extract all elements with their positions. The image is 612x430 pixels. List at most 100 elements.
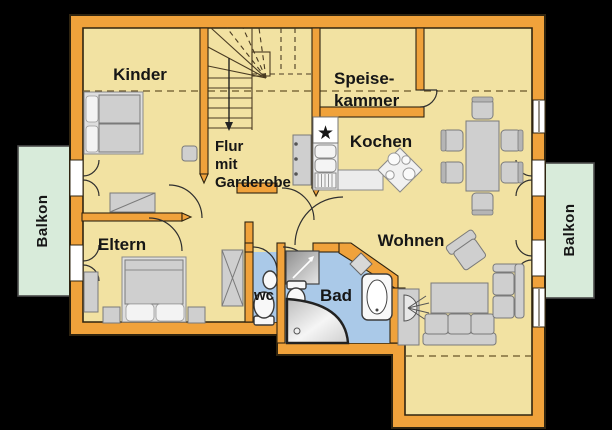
sofa-three-seat [422, 313, 497, 346]
kitchen-sink-bowl [314, 158, 337, 173]
kitchen-sink-bowl [314, 144, 337, 159]
pillow [125, 303, 155, 322]
coat-cabinet [292, 134, 312, 186]
exterior-openings [69, 99, 546, 328]
room-labels: Kinder Speise- kammer Flur mit Garderobe… [98, 65, 444, 305]
flur-garderobe [292, 134, 312, 186]
coat-hook [294, 157, 298, 161]
coat-hook [294, 142, 298, 146]
wardrobe [221, 249, 244, 307]
balcony-door-kinder-leaf [82, 159, 100, 177]
burner [387, 152, 401, 166]
tv [403, 294, 418, 322]
desk-diagonal [109, 192, 156, 213]
staircase [207, 27, 312, 131]
shower-arrow [292, 258, 313, 279]
room-bad-label: Bad [320, 286, 352, 305]
balcony-door-eltern-threshold [69, 244, 84, 282]
kitchen-star-icon: ★ [317, 123, 334, 144]
sofa-back [422, 332, 497, 346]
kitchen: ★ [312, 116, 423, 193]
balcony-door-kinder-threshold [69, 159, 84, 197]
stool [181, 145, 198, 162]
kitchen-counter-horizontal [337, 169, 384, 191]
burner [402, 167, 416, 181]
balcony-door-dining-leaf [515, 179, 533, 197]
wall-jamb [199, 173, 209, 185]
door-wc [252, 246, 278, 272]
wall-wc-bad [276, 242, 286, 344]
toilet-bowl [253, 291, 275, 319]
wall-kinder-flur [199, 27, 209, 175]
balcony-left: Balkon [17, 145, 71, 297]
eltern-furniture [83, 249, 244, 324]
room-flur-label-1: Flur [215, 138, 243, 155]
nightstand [102, 306, 121, 324]
wall-speisekammer-bottom [319, 106, 425, 118]
dresser [83, 271, 99, 313]
wc-fixtures [253, 270, 278, 326]
chair-back [471, 209, 494, 216]
hand-basin [262, 270, 278, 290]
sofa-cushion [424, 313, 449, 335]
coffee-table [430, 282, 489, 314]
room-wohnen-label: Wohnen [378, 231, 445, 250]
room-flur-label-2: mit [215, 156, 238, 173]
dining-set [440, 96, 524, 216]
door-kinder [168, 184, 203, 219]
pillow [85, 125, 99, 153]
chair-back [440, 129, 447, 152]
balcony-door-kinder-leaf [82, 179, 100, 197]
balcony-door-wohnen-leaf [515, 239, 533, 257]
room-eltern-label: Eltern [98, 235, 146, 254]
balcony-right: Balkon [544, 162, 595, 299]
shower-arrowhead [308, 256, 314, 262]
room-flur-label-3: Garderobe [215, 174, 291, 191]
bed-eltern-mattress [124, 259, 184, 305]
tv-rays [407, 295, 430, 321]
pillow [155, 303, 185, 322]
chair-back [471, 96, 494, 103]
wall-speisekammer-right [415, 27, 425, 91]
wohnen-furniture [397, 229, 525, 346]
stair-direction-arrow [225, 58, 233, 131]
door-wohnen [294, 196, 344, 246]
drain [293, 327, 301, 335]
balcony-door-eltern-leaf [82, 244, 100, 262]
burner [385, 170, 395, 180]
room-kinder-label: Kinder [113, 65, 167, 84]
sofa-cushion [447, 313, 472, 335]
wall-flur-corridor [236, 182, 278, 194]
pillow [85, 95, 99, 123]
bad-fixtures [285, 250, 393, 345]
roof-slope-lines [83, 90, 532, 357]
room-kochen-label: Kochen [350, 132, 412, 151]
faucet-dot [375, 308, 379, 312]
dishwasher [314, 172, 337, 189]
chair-back [517, 161, 524, 184]
room-speisekammer-label-2: kammer [334, 91, 400, 110]
coat-hook [294, 172, 298, 176]
balcony-door-eltern-leaf [82, 264, 100, 282]
sofa-back [514, 263, 525, 319]
balcony-door-wohnen-threshold [531, 239, 546, 277]
door-speisekammer [419, 89, 438, 108]
nightstand [187, 306, 206, 324]
door-flur-kueche [281, 187, 315, 221]
dining-table [465, 120, 500, 192]
washbasin [366, 279, 388, 315]
door-eltern [148, 217, 183, 252]
wall-kinder-eltern [81, 212, 183, 222]
kinder-furniture [83, 91, 198, 213]
bed-kinder-mattress [98, 123, 141, 153]
balcony-door-dining-threshold [531, 159, 546, 197]
bed-kinder-mattress [98, 94, 141, 124]
sofa-cushion [492, 272, 515, 296]
balcony-left-label: Balkon [34, 194, 51, 247]
armchair [445, 229, 487, 271]
wall-jamb [181, 212, 193, 222]
corner-bathtub [285, 297, 350, 345]
room-speisekammer-label-1: Speise- [334, 69, 394, 88]
